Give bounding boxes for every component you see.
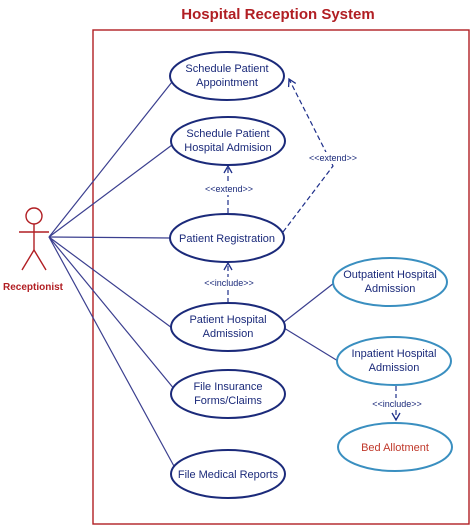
use-case-label: Admission (203, 328, 254, 340)
extend-label-lower: <<extend>> (205, 184, 253, 194)
use-case-label: Patient Hospital (189, 314, 266, 326)
actor-head-icon (25, 207, 43, 225)
use-case-label: Admission (369, 362, 420, 374)
use-case-outpatient-admission[interactable]: Outpatient Hospital Admission (332, 257, 448, 307)
diagram-title: Hospital Reception System (181, 6, 374, 23)
association-patient-admission (48, 236, 173, 329)
use-case-file-insurance[interactable]: File Insurance Forms/Claims (170, 369, 286, 419)
use-case-patient-admission[interactable]: Patient Hospital Admission (170, 302, 286, 352)
association-patient-registration (48, 236, 171, 239)
system-boundary (92, 29, 470, 525)
use-case-label: File Medical Reports (178, 469, 279, 481)
association-schedule-appointment (48, 81, 173, 238)
association-file-insurance (48, 236, 176, 391)
actor-label: Receptionist (3, 282, 64, 293)
use-case-label: Outpatient Hospital (343, 269, 437, 281)
use-case-label: Admission (365, 283, 416, 295)
association-file-reports (48, 236, 176, 469)
use-case-schedule-admission[interactable]: Schedule Patient Hospital Admision (170, 116, 286, 166)
extend-label-upper: <<extend>> (309, 153, 357, 163)
use-case-label: Schedule Patient (185, 63, 268, 75)
include-label-bed: <<include>> (372, 399, 422, 409)
use-case-label: Hospital Admision (184, 142, 271, 154)
use-case-label: Inpatient Hospital (352, 348, 437, 360)
use-case-label: Appointment (196, 77, 258, 89)
use-case-label: Patient Registration (179, 233, 275, 245)
actor-associations (48, 81, 339, 469)
use-case-label: Bed Allotment (361, 442, 429, 454)
include-label-registration: <<include>> (204, 278, 254, 288)
use-case-schedule-appointment[interactable]: Schedule Patient Appointment (169, 51, 285, 101)
association-inpatient (283, 327, 339, 362)
extend-registration-to-appointment (282, 77, 334, 233)
use-case-bed-allotment[interactable]: Bed Allotment (337, 422, 453, 472)
use-case-label: Forms/Claims (194, 395, 262, 407)
association-schedule-admission (48, 144, 173, 238)
actor-right-leg (33, 249, 47, 271)
association-outpatient (283, 282, 335, 323)
receptionist-actor (19, 207, 49, 271)
actor-left-leg (21, 249, 35, 271)
use-case-patient-registration[interactable]: Patient Registration (169, 213, 285, 263)
use-case-inpatient-admission[interactable]: Inpatient Hospital Admission (336, 336, 452, 386)
use-case-label: Schedule Patient (186, 128, 269, 140)
use-case-label: File Insurance (193, 381, 262, 393)
stereotype-labels: <<extend>> <<extend>> <<include>> <<incl… (198, 152, 428, 410)
use-case-file-reports[interactable]: File Medical Reports (170, 449, 286, 499)
